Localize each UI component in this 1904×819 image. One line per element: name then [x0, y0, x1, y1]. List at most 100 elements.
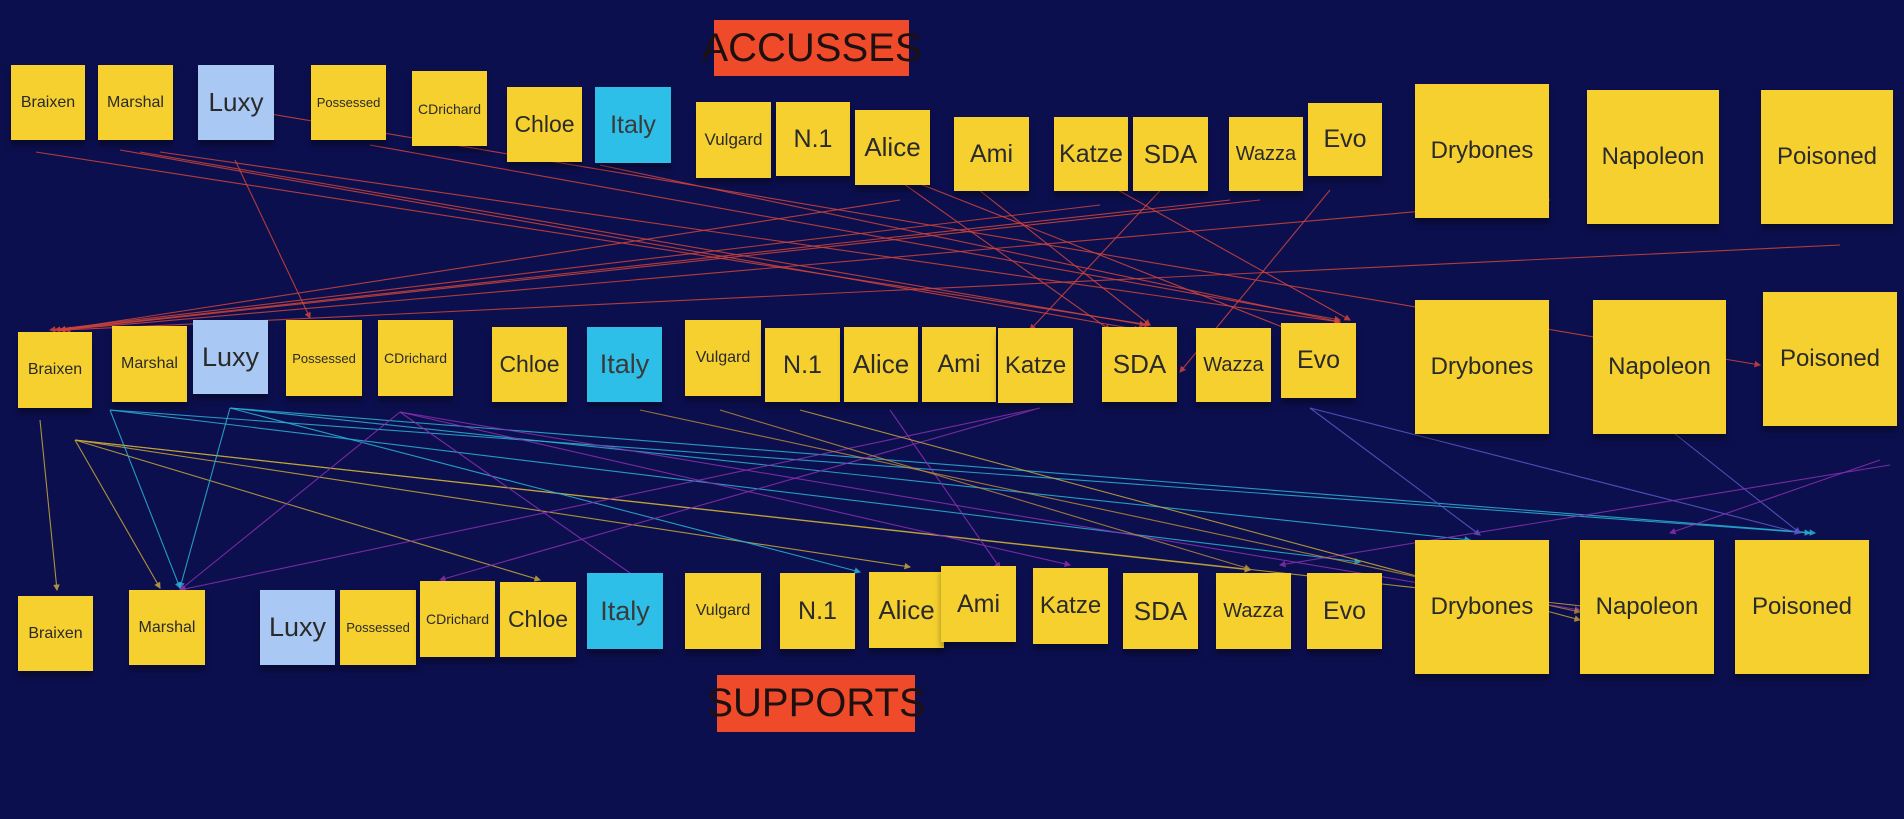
note-bot-wazza[interactable]: Wazza	[1216, 573, 1291, 649]
note-top-n1[interactable]: N.1	[776, 102, 850, 176]
note-label: Possessed	[292, 350, 356, 366]
note-label: Alice	[852, 349, 910, 379]
note-bot-vulgard[interactable]: Vulgard	[685, 573, 761, 649]
support-arrow	[229, 407, 1472, 543]
note-label: Napoleon	[1595, 593, 1699, 620]
note-label: Katze	[1059, 139, 1123, 168]
support-arrow	[438, 407, 1041, 582]
note-mid-napoleon[interactable]: Napoleon	[1593, 300, 1726, 434]
note-label: Drybones	[1430, 353, 1534, 380]
note-label: Evo	[1322, 596, 1367, 625]
note-bot-braixen[interactable]: Braixen	[18, 596, 93, 671]
note-top-napoleon[interactable]: Napoleon	[1587, 90, 1719, 224]
note-top-possessed[interactable]: Possessed	[311, 65, 386, 140]
note-label: Italy	[599, 349, 650, 379]
note-top-cdrichard[interactable]: CDrichard	[412, 71, 487, 146]
note-label: Vulgard	[704, 130, 763, 149]
support-arrow	[178, 407, 1041, 593]
note-label: Ami	[956, 589, 1001, 618]
note-mid-chloe[interactable]: Chloe	[492, 327, 567, 402]
support-arrow	[229, 407, 1817, 536]
note-bot-alice[interactable]: Alice	[869, 572, 944, 648]
supports-header[interactable]: SUPPORTS	[706, 675, 926, 732]
note-mid-ami[interactable]: Ami	[922, 327, 996, 402]
note-mid-drybones[interactable]: Drybones	[1415, 300, 1549, 434]
note-label: Wazza	[1223, 599, 1284, 622]
note-top-wazza[interactable]: Wazza	[1229, 117, 1303, 191]
note-label: Italy	[610, 110, 656, 139]
accuses-header[interactable]: ACCUSSES	[701, 20, 922, 76]
note-label: Evo	[1296, 346, 1341, 374]
note-label: Chloe	[499, 351, 560, 377]
note-label: Luxy	[268, 612, 327, 642]
note-top-luxy[interactable]: Luxy	[198, 65, 274, 140]
note-mid-marshal[interactable]: Marshal	[112, 326, 187, 402]
note-label: CDrichard	[383, 350, 447, 366]
note-bot-sda[interactable]: SDA	[1123, 573, 1198, 649]
note-mid-possessed[interactable]: Possessed	[286, 320, 362, 396]
note-label: Italy	[600, 595, 650, 626]
note-top-sda[interactable]: SDA	[1133, 117, 1208, 191]
note-label: Wazza	[1203, 353, 1264, 376]
note-bot-marshal[interactable]: Marshal	[129, 590, 205, 665]
note-bot-drybones[interactable]: Drybones	[1415, 540, 1549, 674]
note-bot-luxy[interactable]: Luxy	[260, 590, 335, 665]
note-bot-ami[interactable]: Ami	[941, 566, 1016, 642]
note-top-katze[interactable]: Katze	[1054, 117, 1128, 191]
note-label: N.1	[793, 124, 833, 153]
note-top-evo[interactable]: Evo	[1308, 103, 1382, 176]
note-top-italy[interactable]: Italy	[595, 87, 671, 163]
note-top-ami[interactable]: Ami	[954, 117, 1029, 191]
note-bot-cdrichard[interactable]: CDrichard	[420, 581, 495, 657]
note-bot-chloe[interactable]: Chloe	[500, 582, 576, 657]
note-label: Ami	[969, 139, 1014, 168]
note-mid-poisoned[interactable]: Poisoned	[1763, 292, 1897, 426]
note-mid-vulgard[interactable]: Vulgard	[685, 320, 761, 396]
note-top-braixen[interactable]: Braixen	[11, 65, 85, 140]
note-label: Chloe	[514, 111, 575, 137]
note-label: Braixen	[27, 361, 83, 378]
note-label: Napoleon	[1601, 143, 1705, 170]
support-arrow	[74, 439, 161, 589]
note-top-vulgard[interactable]: Vulgard	[696, 102, 771, 178]
note-mid-wazza[interactable]: Wazza	[1196, 328, 1271, 402]
note-bot-katze[interactable]: Katze	[1033, 568, 1108, 644]
note-bot-italy[interactable]: Italy	[587, 573, 663, 649]
note-bot-evo[interactable]: Evo	[1307, 573, 1382, 649]
note-top-drybones[interactable]: Drybones	[1415, 84, 1549, 218]
note-bot-possessed[interactable]: Possessed	[340, 590, 416, 665]
support-arrow	[719, 409, 1252, 571]
note-label: Marshal	[121, 355, 178, 372]
note-mid-luxy[interactable]: Luxy	[193, 320, 268, 394]
note-mid-evo[interactable]: Evo	[1281, 323, 1356, 398]
note-bot-n1[interactable]: N.1	[780, 573, 855, 649]
note-label: CDrichard	[425, 611, 489, 627]
note-mid-italy[interactable]: Italy	[587, 327, 662, 402]
support-arrow	[39, 419, 60, 592]
note-bot-poisoned[interactable]: Poisoned	[1735, 540, 1869, 674]
note-mid-alice[interactable]: Alice	[844, 327, 918, 402]
note-label: Katze	[1004, 351, 1067, 379]
support-arrow	[229, 407, 862, 574]
note-top-chloe[interactable]: Chloe	[507, 87, 582, 162]
note-top-marshal[interactable]: Marshal	[98, 65, 173, 140]
note-mid-braixen[interactable]: Braixen	[18, 332, 92, 408]
accuse-arrow	[58, 199, 901, 333]
support-arrow	[1309, 407, 1802, 535]
note-bot-napoleon[interactable]: Napoleon	[1580, 540, 1714, 674]
note-mid-sda[interactable]: SDA	[1102, 327, 1177, 402]
note-label: Braixen	[20, 93, 76, 111]
accuse-arrow	[1099, 179, 1351, 321]
note-label: Luxy	[201, 341, 260, 372]
accuse-arrow	[234, 159, 311, 319]
note-mid-cdrichard[interactable]: CDrichard	[378, 320, 453, 396]
note-mid-katze[interactable]: Katze	[998, 328, 1073, 403]
note-mid-n1[interactable]: N.1	[765, 328, 840, 402]
support-arrow	[109, 409, 1362, 565]
note-label: SDA	[1133, 595, 1188, 626]
note-top-alice[interactable]: Alice	[855, 110, 930, 185]
note-label: Wazza	[1235, 142, 1297, 165]
note-label: Ami	[937, 350, 981, 378]
accuse-arrow	[1029, 179, 1171, 331]
note-top-poisoned[interactable]: Poisoned	[1761, 90, 1893, 224]
